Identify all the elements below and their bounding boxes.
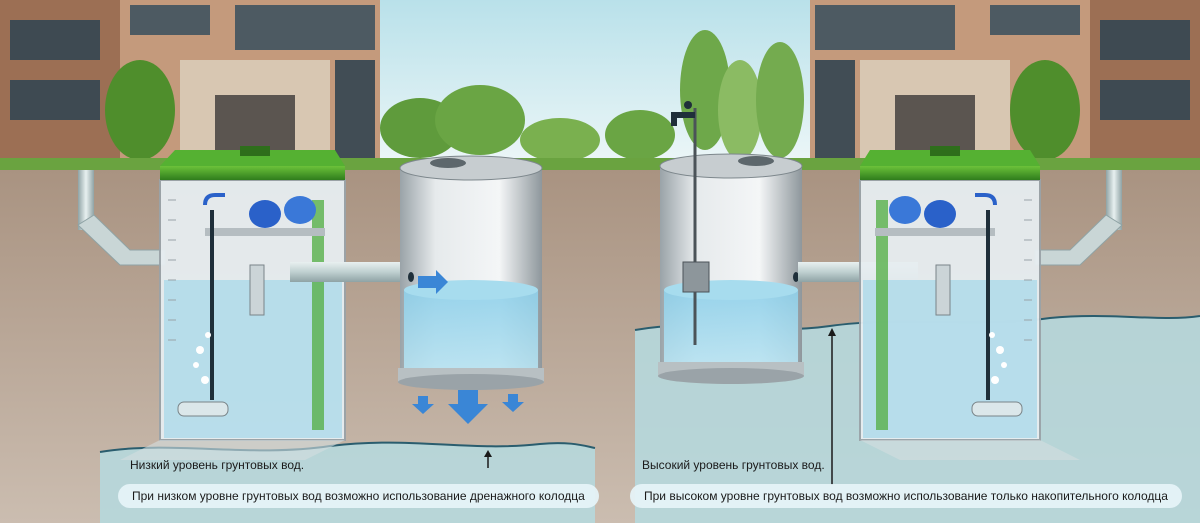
storage-well [658,101,804,384]
high-groundwater-note: При высоком уровне грунтовых вод возможн… [630,484,1182,508]
left-house [0,0,380,165]
drain-arrow-icon [412,396,434,414]
drain-arrow-icon [448,390,488,424]
tap-icon [671,112,695,126]
high-level-pointer-arrow [828,328,836,485]
low-groundwater-label: Низкий уровень грунтовых вод. [130,458,305,472]
drain-arrow-icon [502,394,524,412]
left-septic-unit [77,146,346,460]
right-house [810,0,1200,165]
low-level-pointer-arrow [484,450,492,468]
right-septic-unit [859,146,1123,460]
drainage-well [398,155,544,424]
high-groundwater-label: Высокий уровень грунтовых вод. [642,458,825,472]
background-trees [380,30,804,162]
left-outflow-pipe [290,262,410,282]
low-groundwater-note: При низком уровне грунтовых вод возможно… [118,484,599,508]
